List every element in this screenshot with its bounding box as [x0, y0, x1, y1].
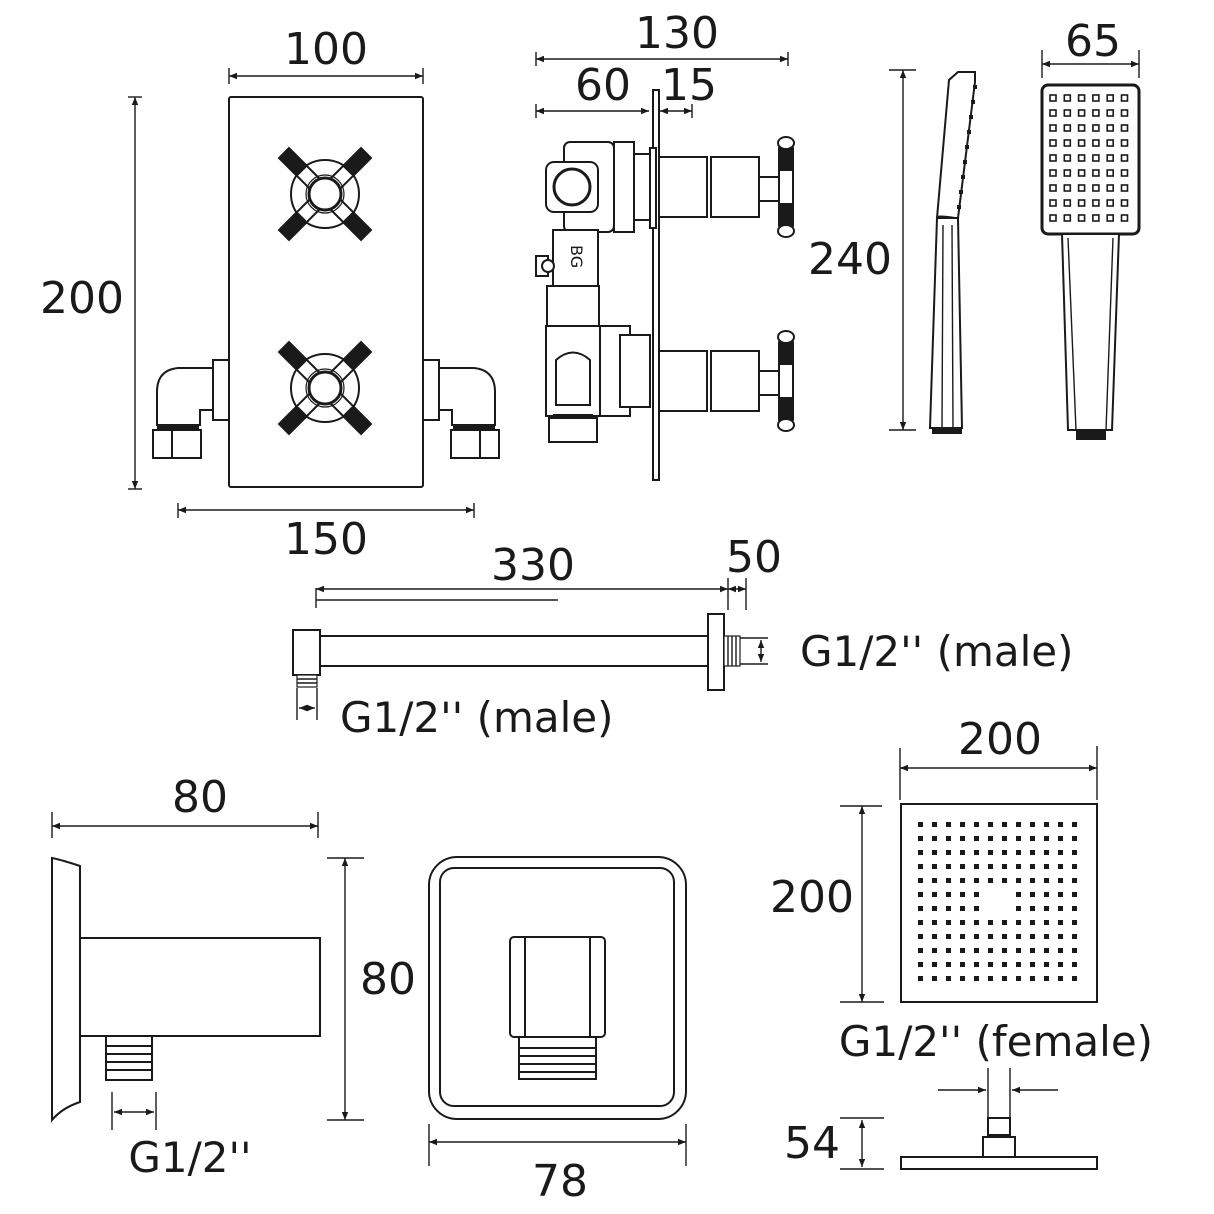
valve-width-label: 100 — [284, 24, 368, 75]
valve-body-marking: BG — [567, 245, 586, 268]
left-inlet-elbow — [152, 359, 230, 459]
arm-inlet-thread-label: G1/2'' (male) — [340, 693, 614, 742]
handset-nozzle-grid — [1049, 94, 1129, 222]
arm-outlet-thread — [723, 635, 741, 667]
handset-length-label: 240 — [808, 234, 892, 285]
valve-projection-label: 15 — [661, 60, 717, 111]
outlet-depth-label: 80 — [172, 772, 228, 823]
arm-flange-label: 50 — [726, 532, 782, 583]
valve-front-view: 100 200 150 — [40, 24, 500, 565]
right-inlet-elbow — [422, 359, 500, 459]
outlet-side-thread — [105, 1035, 153, 1081]
outlet-width-label: 78 — [532, 1156, 588, 1207]
handset-views: 240 65 — [808, 16, 1141, 440]
arm-length-label: 330 — [491, 540, 575, 591]
outlet-thread-label: G1/2'' — [128, 1133, 251, 1182]
head-thread-label: G1/2'' (female) — [839, 1017, 1153, 1066]
shower-head-views: 200 200 G1/2'' (female) 54 — [770, 714, 1153, 1170]
arm-inlet-thread — [296, 674, 318, 688]
head-thickness-label: 54 — [784, 1118, 840, 1169]
head-height-label: 200 — [770, 872, 854, 923]
valve-height-label: 200 — [40, 273, 124, 324]
handset-side-nozzles — [957, 85, 977, 209]
outlet-height-label: 80 — [360, 954, 416, 1005]
shower-arm-view: 330 50 G1/2'' (male) G1/2'' (male) — [292, 532, 1074, 742]
head-width-label: 200 — [958, 714, 1042, 765]
valve-body-depth-label: 60 — [575, 60, 631, 111]
handset-width-label: 65 — [1065, 16, 1121, 67]
outlet-front-thread — [518, 1036, 597, 1080]
valve-side-view: 130 60 15 BG — [535, 8, 795, 481]
shower-head-nozzle-grid — [918, 822, 1077, 981]
valve-depth-label: 130 — [635, 8, 719, 59]
arm-outlet-thread-label: G1/2'' (male) — [800, 627, 1074, 676]
valve-overall-width-label: 150 — [284, 514, 368, 565]
wall-outlet-views: 80 G1/2'' 80 — [51, 772, 687, 1207]
